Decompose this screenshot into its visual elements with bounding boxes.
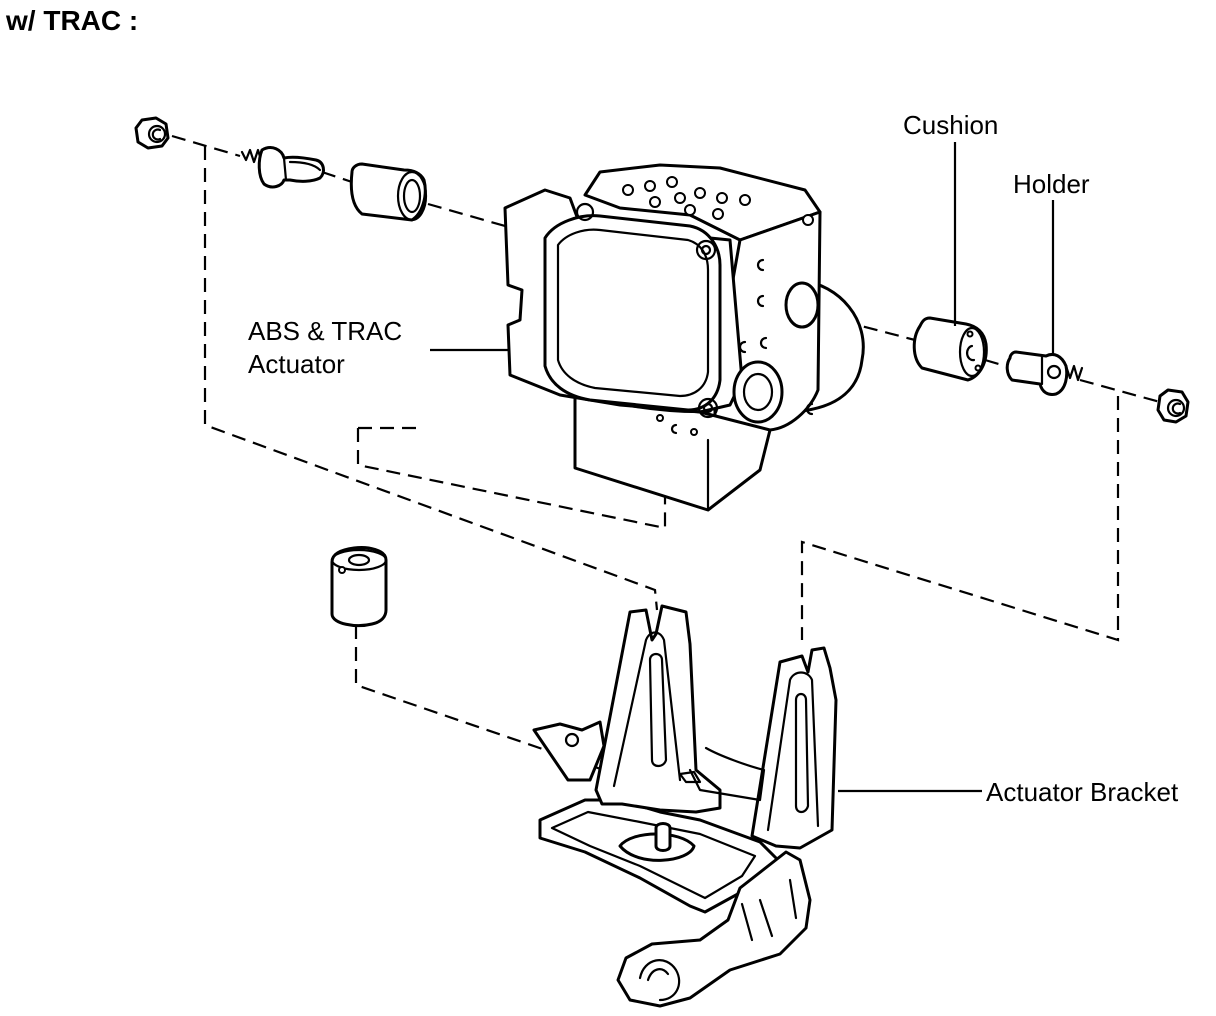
- actuator-bracket-icon: [532, 604, 838, 1008]
- actuator-bracket-label: Actuator Bracket: [986, 777, 1179, 807]
- cushion-label: Cushion: [903, 110, 998, 140]
- cushion-lower-icon: [330, 546, 388, 628]
- abs-trac-actuator-icon: [503, 163, 865, 512]
- holder-icon: [1005, 350, 1084, 396]
- actuator-label-line1: ABS & TRAC: [248, 316, 402, 346]
- bracket-callout: Actuator Bracket: [838, 777, 1179, 807]
- holder-callout: Holder: [1013, 169, 1090, 356]
- actuator-label-line2: Actuator: [248, 349, 345, 379]
- diagram-title: w/ TRAC :: [5, 5, 138, 36]
- nut-right-icon: [1156, 388, 1190, 424]
- bolt-left-icon: [240, 146, 325, 189]
- cushion-left-icon: [349, 162, 428, 222]
- cushion-callout: Cushion: [903, 110, 998, 326]
- actuator-callout: ABS & TRAC Actuator: [248, 316, 508, 379]
- nut-left-icon: [134, 116, 170, 150]
- holder-label: Holder: [1013, 169, 1090, 199]
- cushion-right-icon: [912, 316, 988, 382]
